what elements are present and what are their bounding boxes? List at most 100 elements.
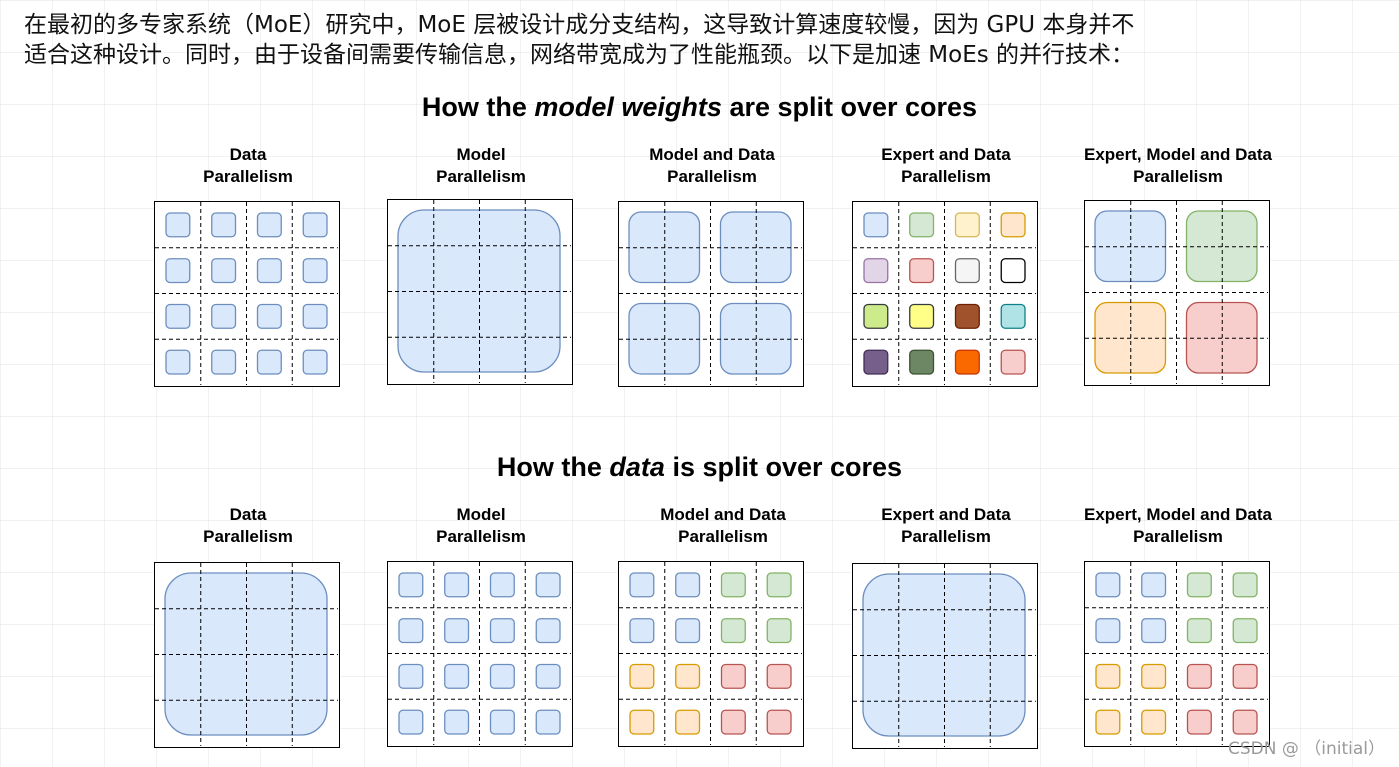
core-block bbox=[535, 572, 561, 598]
core-block bbox=[444, 709, 470, 735]
core-block bbox=[675, 663, 701, 689]
core-block bbox=[720, 663, 746, 689]
core-grid bbox=[1084, 200, 1270, 386]
core-block bbox=[256, 258, 282, 284]
panel-label-line2: Parallelism bbox=[203, 527, 293, 546]
panel-label-line2: Parallelism bbox=[901, 527, 991, 546]
core-block bbox=[398, 709, 424, 735]
panel-label-line1: Expert, Model and Data bbox=[1084, 145, 1272, 164]
core-block bbox=[720, 709, 746, 735]
section-title-weights: How the model weights are split over cor… bbox=[0, 92, 1399, 123]
section-title-suffix: is split over cores bbox=[664, 452, 903, 482]
core-block bbox=[302, 258, 328, 284]
core-block bbox=[489, 618, 515, 644]
core-block bbox=[1000, 212, 1026, 238]
core-block bbox=[954, 212, 980, 238]
core-block bbox=[1232, 663, 1258, 689]
core-block bbox=[954, 258, 980, 284]
core-block bbox=[720, 572, 746, 598]
intro-line-1: 在最初的多专家系统（MoE）研究中，MoE 层被设计成分支结构，这导致计算速度较… bbox=[24, 12, 1135, 38]
core-block bbox=[165, 212, 191, 238]
core-block bbox=[720, 618, 746, 644]
core-block bbox=[766, 618, 792, 644]
core-grid bbox=[387, 561, 573, 747]
panel-label-line1: Model and Data bbox=[649, 145, 775, 164]
panel-label-line1: Expert, Model and Data bbox=[1084, 505, 1272, 524]
core-block bbox=[909, 303, 935, 329]
core-block bbox=[256, 303, 282, 329]
core-block bbox=[302, 303, 328, 329]
section-title-data: How the data is split over cores bbox=[0, 452, 1399, 483]
core-block bbox=[535, 709, 561, 735]
core-block bbox=[1000, 303, 1026, 329]
core-block bbox=[1095, 663, 1121, 689]
core-block bbox=[398, 572, 424, 598]
panel-label-line2: Parallelism bbox=[678, 527, 768, 546]
core-block bbox=[1186, 572, 1212, 598]
core-block bbox=[211, 212, 237, 238]
core-block bbox=[1141, 618, 1167, 644]
panel-label-line1: Expert and Data bbox=[881, 505, 1011, 524]
core-block bbox=[256, 212, 282, 238]
core-grid-diagram bbox=[619, 202, 802, 385]
section-title-emphasis: model weights bbox=[534, 92, 722, 122]
block-group bbox=[165, 212, 328, 375]
core-block bbox=[444, 663, 470, 689]
core-block bbox=[1232, 709, 1258, 735]
core-block bbox=[211, 303, 237, 329]
core-block bbox=[863, 258, 889, 284]
core-block bbox=[211, 349, 237, 375]
core-block bbox=[675, 618, 701, 644]
core-block bbox=[1186, 618, 1212, 644]
intro-paragraph: 在最初的多专家系统（MoE）研究中，MoE 层被设计成分支结构，这导致计算速度较… bbox=[24, 10, 1324, 70]
core-block bbox=[489, 709, 515, 735]
core-grid-diagram bbox=[619, 562, 802, 745]
core-block bbox=[444, 572, 470, 598]
block-group bbox=[863, 212, 1026, 375]
core-grid bbox=[618, 201, 804, 387]
core-block bbox=[165, 349, 191, 375]
panel-label-line2: Parallelism bbox=[1133, 167, 1223, 186]
core-block bbox=[398, 663, 424, 689]
core-block bbox=[909, 349, 935, 375]
block-group bbox=[398, 572, 561, 735]
core-block bbox=[1095, 709, 1121, 735]
core-block bbox=[1186, 663, 1212, 689]
core-block bbox=[675, 572, 701, 598]
core-block bbox=[1000, 258, 1026, 284]
core-block bbox=[629, 572, 655, 598]
panel-label-line2: Parallelism bbox=[436, 167, 526, 186]
core-block bbox=[1141, 663, 1167, 689]
core-grid bbox=[852, 563, 1038, 749]
panel-label-line1: Data bbox=[229, 145, 267, 164]
core-block bbox=[302, 212, 328, 238]
core-block bbox=[766, 709, 792, 735]
core-grid-diagram bbox=[853, 564, 1036, 747]
core-grid-diagram bbox=[155, 563, 338, 746]
core-grid-diagram bbox=[1085, 562, 1268, 745]
core-block bbox=[398, 618, 424, 644]
core-block bbox=[444, 618, 470, 644]
core-block bbox=[165, 303, 191, 329]
panel-label-line2: Parallelism bbox=[667, 167, 757, 186]
core-grid bbox=[618, 561, 804, 747]
core-block bbox=[1232, 618, 1258, 644]
panel-label-line1: Model and Data bbox=[660, 505, 786, 524]
panel-label-line2: Parallelism bbox=[901, 167, 991, 186]
core-block bbox=[766, 663, 792, 689]
core-block bbox=[211, 258, 237, 284]
core-block bbox=[256, 349, 282, 375]
core-block bbox=[909, 258, 935, 284]
core-block bbox=[1095, 572, 1121, 598]
core-block bbox=[863, 349, 889, 375]
block-group bbox=[629, 572, 792, 735]
core-block bbox=[629, 663, 655, 689]
core-block bbox=[954, 349, 980, 375]
core-grid-diagram bbox=[388, 200, 571, 383]
core-block bbox=[165, 258, 191, 284]
core-block bbox=[766, 572, 792, 598]
